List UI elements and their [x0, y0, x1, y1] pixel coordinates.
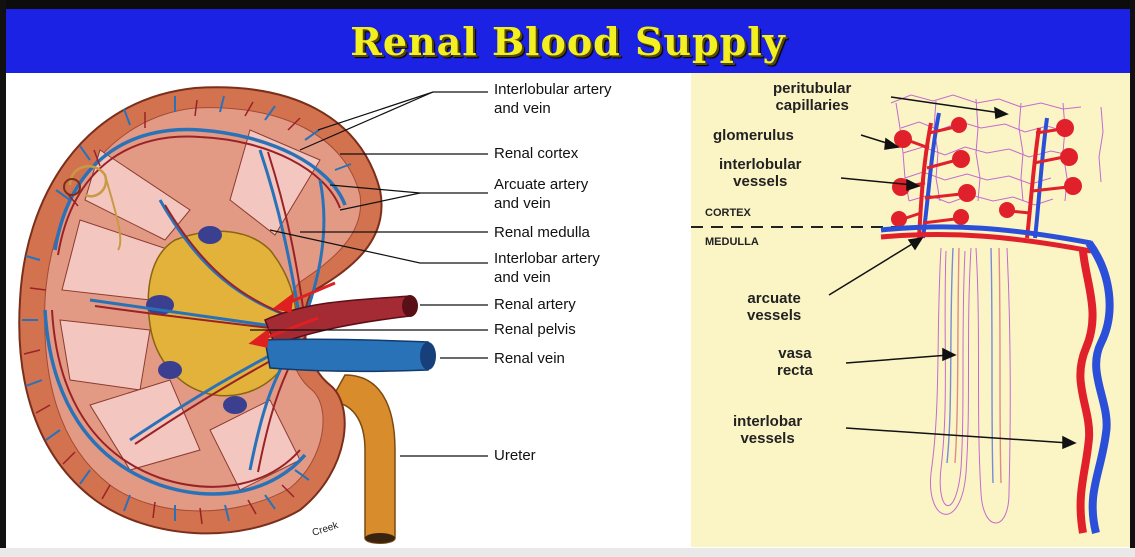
label-renal-pelvis: Renal pelvis	[494, 320, 576, 339]
label-peritubular-capillaries: peritubular capillaries	[773, 80, 851, 114]
label-renal-cortex: Renal cortex	[494, 144, 578, 163]
label-interlobular-artery-vein: Interlobular artery and vein	[494, 80, 612, 118]
nephron-diagram-panel: peritubular capillaries glomerulus inter…	[691, 73, 1130, 547]
label-interlobar-vessels: interlobar vessels	[733, 413, 802, 447]
label-interlobular-vessels: interlobular vessels	[719, 156, 802, 190]
label-glomerulus: glomerulus	[713, 127, 794, 144]
slide-bottom-edge	[0, 548, 1135, 557]
label-vasa-recta: vasa recta	[777, 345, 813, 379]
label-interlobar-artery-vein: Interlobar artery and vein	[494, 249, 600, 287]
label-renal-vein: Renal vein	[494, 349, 565, 368]
label-ureter: Ureter	[494, 446, 536, 465]
label-medulla-zone: MEDULLA	[705, 236, 759, 248]
slide-left-edge	[0, 0, 6, 557]
label-renal-medulla: Renal medulla	[494, 223, 590, 242]
slide-right-edge	[1130, 0, 1135, 557]
label-cortex-zone: CORTEX	[705, 207, 751, 219]
label-arcuate-vessels: arcuate vessels	[747, 290, 801, 324]
label-renal-artery: Renal artery	[494, 295, 576, 314]
label-arcuate-artery-vein: Arcuate artery and vein	[494, 175, 588, 213]
